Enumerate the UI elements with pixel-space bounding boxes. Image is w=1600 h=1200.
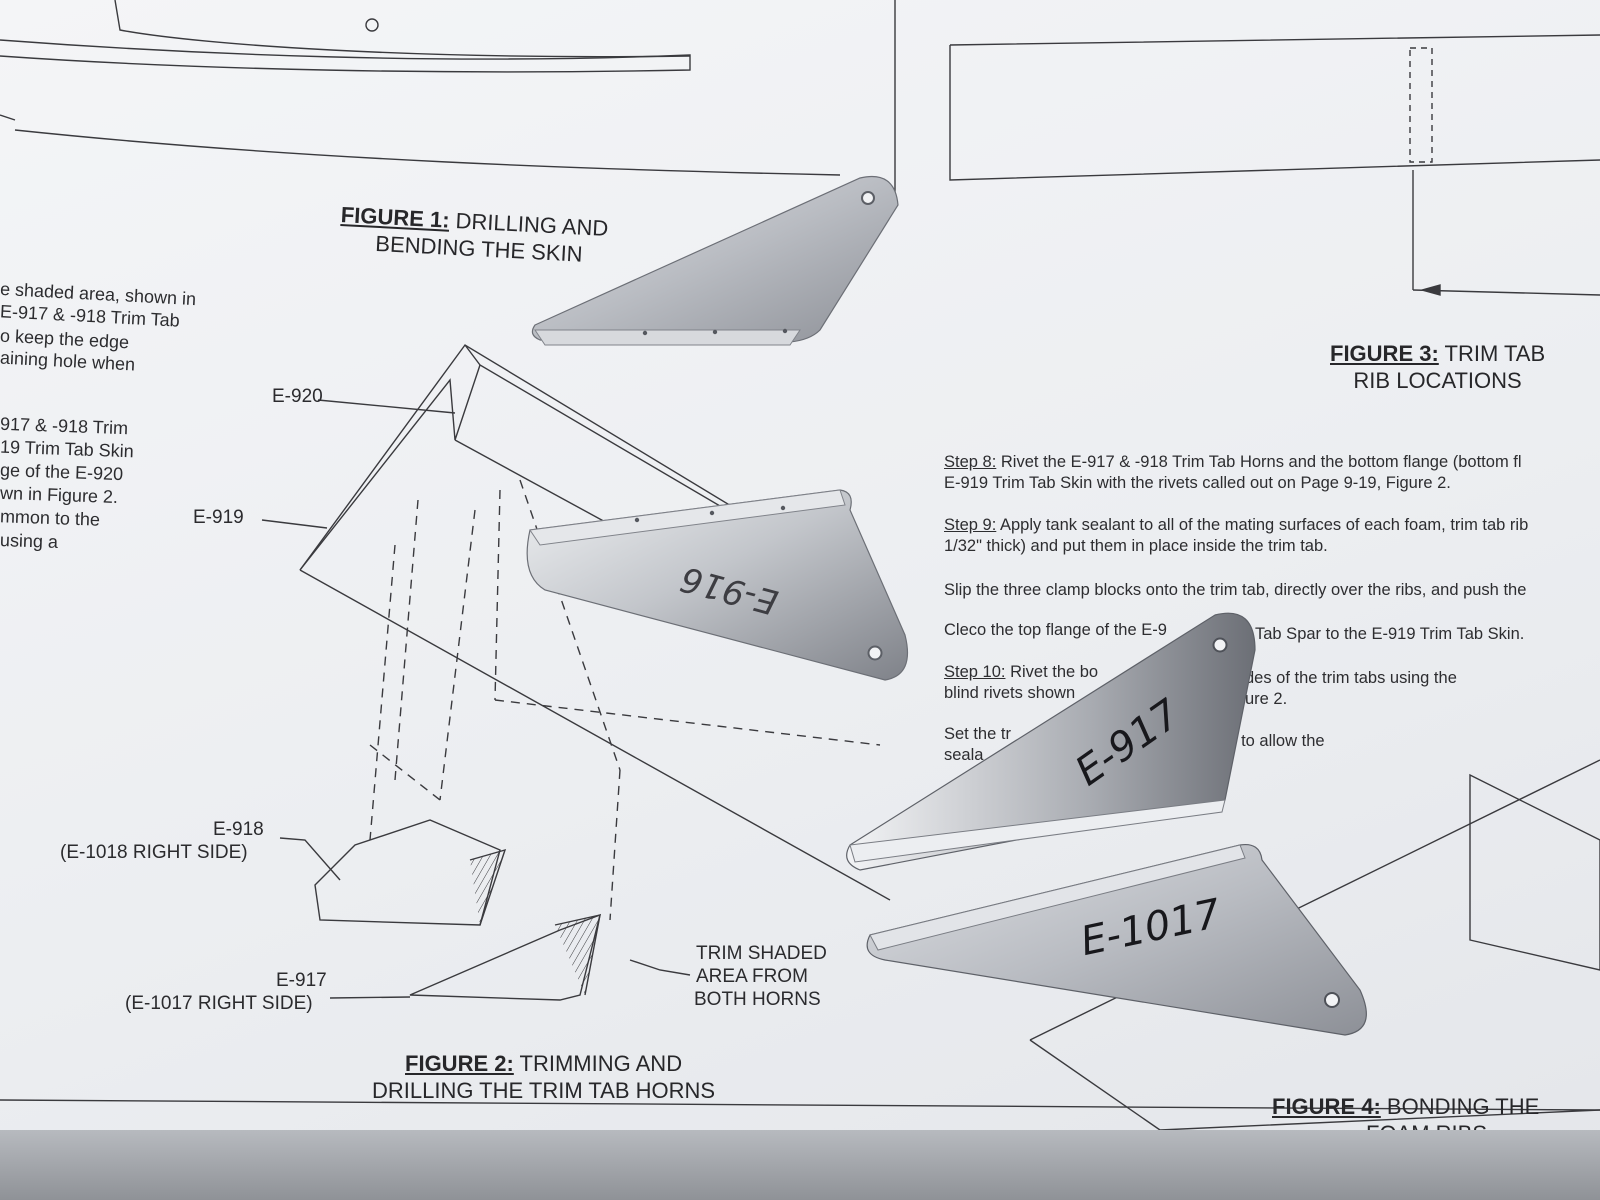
table-surface-edge xyxy=(0,1130,1600,1200)
callout-e918-right-side: (E-1018 RIGHT SIDE) xyxy=(60,842,248,863)
fig2-dashed-projection-lines xyxy=(369,479,881,921)
step-9-text: Apply tank sealant to all of the mating … xyxy=(999,516,1529,534)
callout-trim-line2: AREA FROM xyxy=(696,966,808,987)
horn-right-upper xyxy=(846,612,1256,871)
callout-trim-line3: BOTH HORNS xyxy=(694,989,821,1010)
fig2-spar xyxy=(299,364,481,571)
step-8-line1: Step 8: Rivet the E-917 & -918 Trim Tab … xyxy=(944,452,1522,472)
horn-top xyxy=(531,176,899,346)
step-10-label: Step 10: xyxy=(944,663,1006,681)
step-10-text-c: blind rivets shown xyxy=(944,684,1076,702)
cleco-text-a: Cleco the top flange of the E-9 xyxy=(944,621,1167,639)
figure-3-title-line2: RIB LOCATIONS xyxy=(1353,368,1522,393)
fig3-rib-location xyxy=(1409,47,1433,163)
fig1-lower-edge xyxy=(14,129,841,176)
figure-3-caption: FIGURE 3: TRIM TAB RIB LOCATIONS xyxy=(1330,340,1545,394)
callout-e917: E-917 xyxy=(276,970,327,991)
leader-e918 xyxy=(279,837,341,881)
step-9-line2: 1/32" thick) and put them in place insid… xyxy=(944,537,1328,555)
step-8-line2: E-919 Trim Tab Skin with the rivets call… xyxy=(944,474,1451,492)
horn-right-lower xyxy=(866,843,1367,1036)
step-9-label: Step 9: xyxy=(944,516,997,534)
leader-trim xyxy=(629,959,691,976)
set-text-a: Set the tr xyxy=(944,725,1011,743)
step-8-label: Step 8: xyxy=(944,453,997,471)
fig3-skin-rectangle xyxy=(949,34,1600,181)
callout-trim-line1: TRIM SHADED xyxy=(696,943,827,964)
figure-2-number: FIGURE 2: xyxy=(405,1051,514,1076)
step-9-line1: Step 9: Apply tank sealant to all of the… xyxy=(944,515,1528,535)
figure-2-title-line1: TRIMMING AND xyxy=(519,1051,683,1076)
fig2-e918-horn xyxy=(314,819,501,926)
callout-e919: E-919 xyxy=(193,507,244,528)
fig4-foam-block xyxy=(1469,773,1600,971)
fig1-airfoil-outline xyxy=(0,39,691,73)
figure-4-title-line1: BONDING THE xyxy=(1386,1094,1540,1119)
step-10-text-d: ure 2. xyxy=(1245,690,1288,708)
set-text-b: ys to allow the xyxy=(1220,732,1325,750)
leader-e917 xyxy=(329,996,411,999)
step-10-text-b: des of the trim tabs using the xyxy=(1245,669,1457,687)
cleco-text-b: Tab Spar to the E-919 Trim Tab Skin. xyxy=(1255,625,1525,643)
step-10-line1: Step 10: Rivet the bo xyxy=(944,662,1098,682)
figure-3-number: FIGURE 3: xyxy=(1330,341,1439,366)
step-8-text: Rivet the E-917 & -918 Trim Tab Horns an… xyxy=(1000,453,1522,471)
step-10-text-a: Rivet the bo xyxy=(1010,663,1099,681)
horn-middle xyxy=(526,489,909,681)
fig1-skin-line xyxy=(114,0,691,58)
figure-2-caption: FIGURE 2: TRIMMING AND DRILLING THE TRIM… xyxy=(372,1050,715,1104)
callout-e918: E-918 xyxy=(213,819,264,840)
leader-e920 xyxy=(317,399,456,414)
figure-3-title-line1: TRIM TAB xyxy=(1444,341,1546,366)
figure-2-title-line2: DRILLING THE TRIM TAB HORNS xyxy=(372,1078,716,1103)
figure-4-number: FIGURE 4: xyxy=(1272,1094,1381,1119)
fig1-hole xyxy=(365,18,379,32)
sheet-bottom-rule xyxy=(0,1099,1600,1111)
callout-e920: E-920 xyxy=(272,386,323,407)
set-text-c: seala xyxy=(944,746,984,764)
slip-clamp-text: Slip the three clamp blocks onto the tri… xyxy=(944,581,1527,599)
callout-e917-right-side: (E-1017 RIGHT SIDE) xyxy=(125,993,313,1014)
leader-e919 xyxy=(261,519,328,529)
